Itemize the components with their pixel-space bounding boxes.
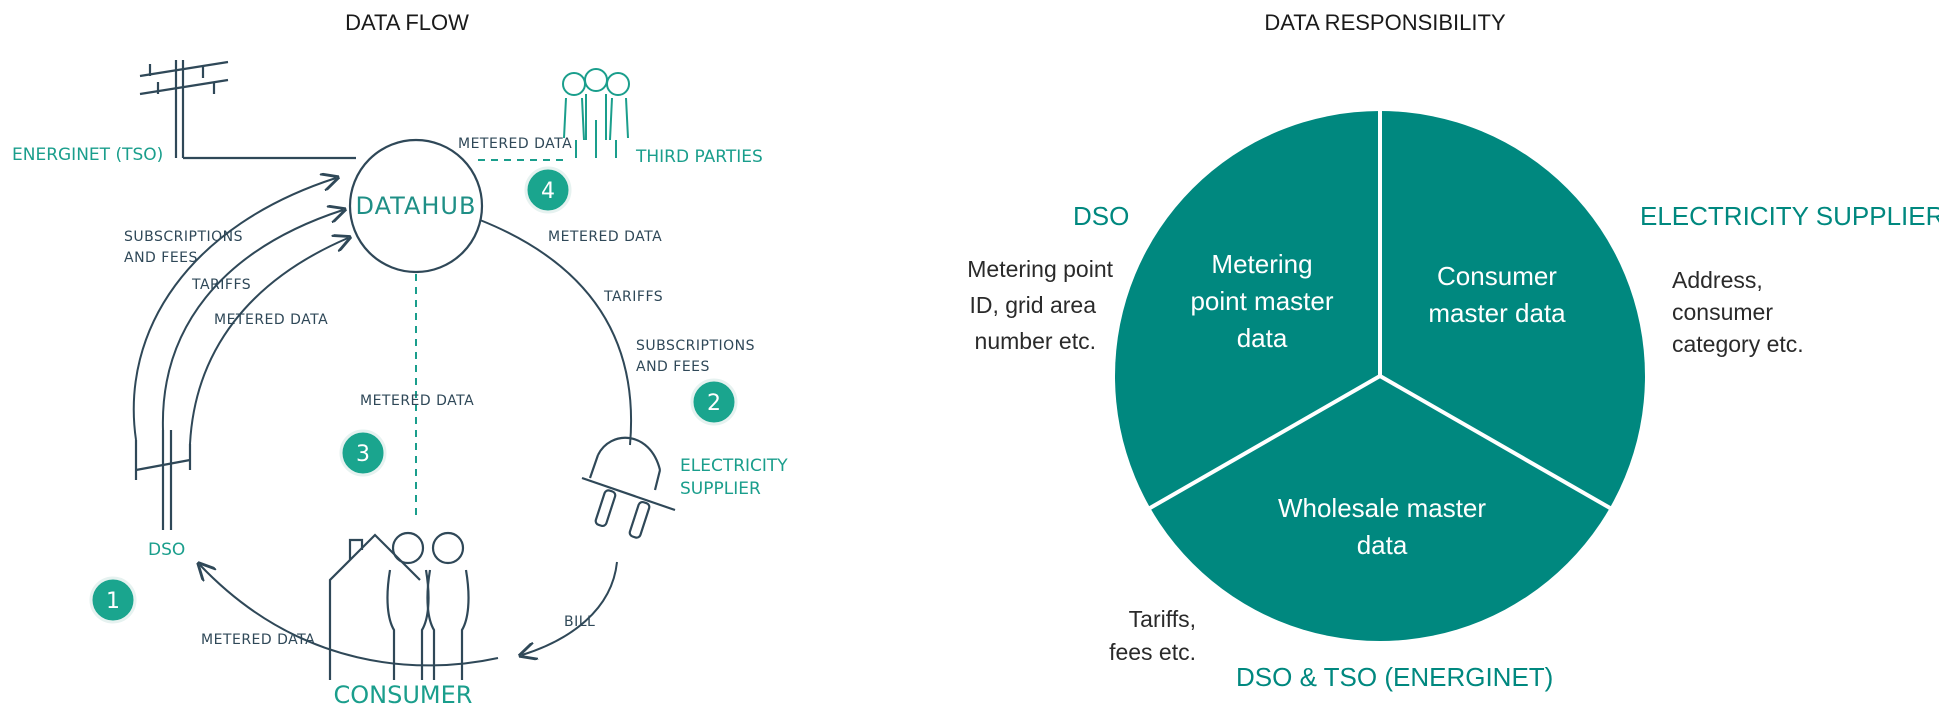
supplier-arc <box>479 219 633 446</box>
role-dso: DSO <box>1073 201 1129 231</box>
tariffs-left-arrow <box>161 210 343 431</box>
data-responsibility-title: DATA RESPONSIBILITY <box>1264 10 1506 35</box>
desc-supplier-line2: consumer <box>1672 299 1773 325</box>
datahub-node <box>348 138 484 274</box>
desc-supplier-line3: category etc. <box>1672 331 1804 357</box>
flow-label-metered-left: METERED DATA <box>214 312 328 328</box>
third-parties-label: THIRD PARTIES <box>635 147 763 167</box>
segment-supplier-line2: master data <box>1428 298 1566 328</box>
desc-dso-line3: number etc. <box>975 328 1096 354</box>
metered-left-arrow <box>189 238 348 445</box>
supplier-label-line1: ELECTRICITY <box>680 456 788 476</box>
flow-label-metered-supplier: METERED DATA <box>548 229 662 245</box>
badge-3-number: 3 <box>356 442 370 467</box>
data-flow-title: DATA FLOW <box>345 10 469 35</box>
segment-dso-line1: Metering <box>1211 249 1312 279</box>
badge-2-number: 2 <box>707 391 721 416</box>
segment-supplier-line1: Consumer <box>1437 261 1557 291</box>
flow-label-tariffs-right: TARIFFS <box>603 289 663 305</box>
flow-label-metered-bottom: METERED DATA <box>201 632 315 648</box>
datahub-label: DATAHUB <box>356 192 477 220</box>
flow-label-metered-third: METERED DATA <box>458 136 572 152</box>
energinet-label: ENERGINET (TSO) <box>12 145 163 165</box>
metered-bottom-arrow <box>200 565 499 667</box>
role-electricity-supplier: ELECTRICITY SUPPLIER <box>1640 201 1939 231</box>
desc-wholesale-line2: fees etc. <box>1109 639 1196 665</box>
badge-4: 4 <box>524 166 572 214</box>
dso-label: DSO <box>148 540 185 560</box>
flow-label-bill: BILL <box>564 614 595 630</box>
segment-wholesale-line1: Wholesale master <box>1278 493 1486 523</box>
desc-dso-line1: Metering point <box>967 256 1113 282</box>
supplier-label-line2: SUPPLIER <box>680 479 761 499</box>
third-parties-icon <box>562 68 630 158</box>
badge-1-number: 1 <box>106 589 120 614</box>
flow-label-subs-left-2: AND FEES <box>124 250 198 266</box>
responsibility-pie <box>1115 111 1645 641</box>
desc-supplier-line1: Address, <box>1672 267 1763 293</box>
bill-arrow <box>522 561 618 655</box>
consumer-house-icon <box>328 531 470 680</box>
flow-label-subs-right-2: AND FEES <box>636 359 710 375</box>
role-dso-tso: DSO & TSO (ENERGINET) <box>1236 662 1553 692</box>
dso-pole-icon <box>134 430 192 530</box>
plug-icon <box>581 436 676 539</box>
segment-dso-line2: point master <box>1190 286 1333 316</box>
segment-wholesale-line2: data <box>1357 530 1408 560</box>
desc-dso-line2: ID, grid area <box>969 292 1096 318</box>
consumer-label: CONSUMER <box>334 681 473 705</box>
desc-wholesale-line1: Tariffs, <box>1129 606 1196 632</box>
flow-label-subs-right-1: SUBSCRIPTIONS <box>636 338 755 354</box>
subscriptions-left-arrow <box>132 178 336 441</box>
badge-4-number: 4 <box>541 179 555 204</box>
badge-3: 3 <box>339 429 387 477</box>
flow-label-subs-left-1: SUBSCRIPTIONS <box>124 229 243 245</box>
flow-label-metered-center: METERED DATA <box>360 393 474 409</box>
badge-1: 1 <box>89 576 137 624</box>
segment-dso-line3: data <box>1237 323 1288 353</box>
badge-2: 2 <box>690 378 738 426</box>
flow-label-tariffs-left: TARIFFS <box>191 277 251 293</box>
power-pylon-icon <box>139 60 356 160</box>
